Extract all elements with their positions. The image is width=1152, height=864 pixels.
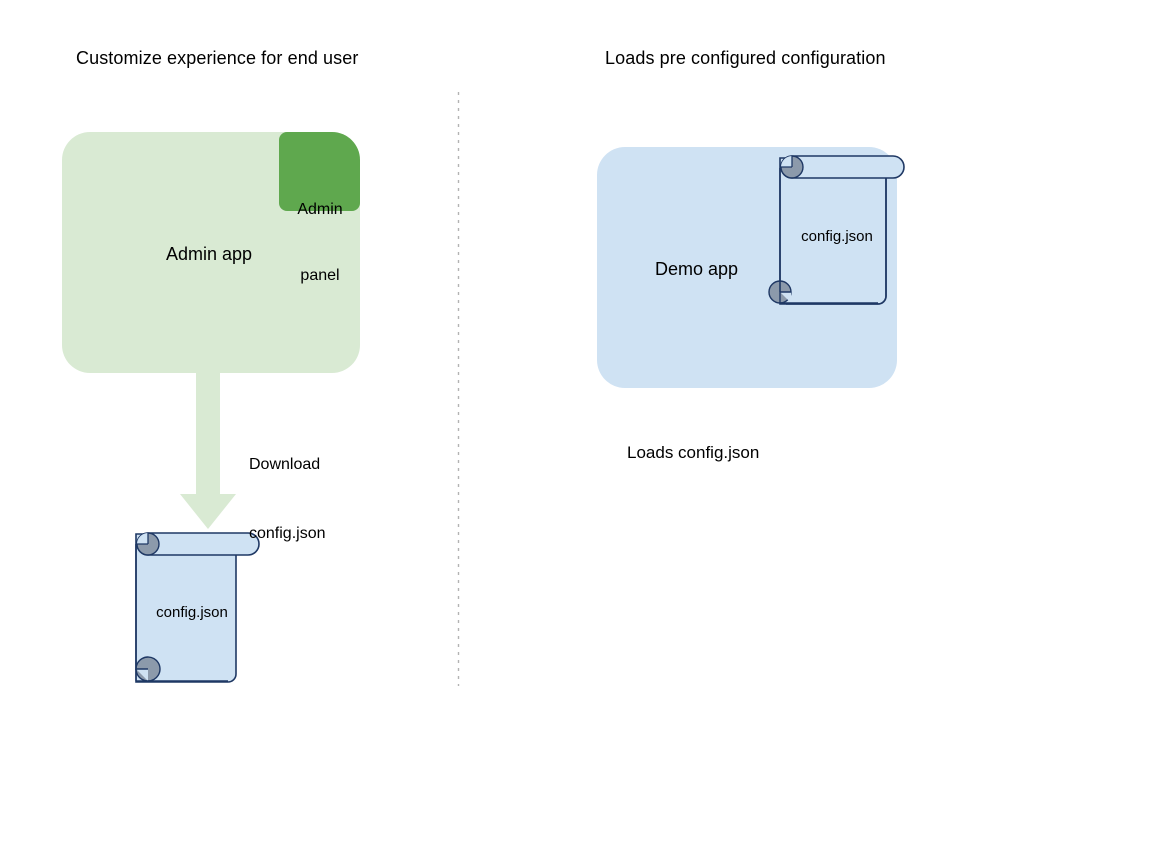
download-arrow-label: Download config.json <box>249 409 326 591</box>
admin-panel-label-line1: Admin <box>297 201 343 219</box>
left-config-json-label: config.json <box>156 604 228 621</box>
right-doc-bottom-roll-notch <box>780 292 791 303</box>
demo-app-box <box>597 147 897 388</box>
left-doc-top-roll-cap-edge <box>137 533 149 545</box>
download-arrow-label-line1: Download <box>249 456 321 474</box>
left-doc-body <box>135 533 237 683</box>
left-doc-bottom-roll-edge <box>135 668 148 681</box>
right-config-json-label: config.json <box>801 228 873 245</box>
right-doc-bottom-roll-edge <box>779 291 791 303</box>
admin-app-label: Admin app <box>166 244 253 264</box>
demo-app-label: Demo app <box>655 259 739 279</box>
admin-panel-badge-label: Admin panel <box>281 155 359 332</box>
left-doc-top-roll-cap-highlight <box>137 533 148 544</box>
download-arrow-label-line2: config.json <box>249 524 326 542</box>
right-doc-right-edge <box>786 168 887 305</box>
right-column-title: Loads pre configured configuration <box>605 48 886 68</box>
right-doc-top-roll-cap-highlight <box>781 156 792 167</box>
right-doc-top-roll-cap-edge <box>781 156 793 168</box>
loads-config-caption: Loads config.json <box>627 443 760 462</box>
left-doc-bottom-roll-notch <box>136 669 148 681</box>
admin-panel-badge <box>279 132 360 211</box>
download-arrow <box>180 373 236 529</box>
admin-panel-label-line2: panel <box>300 267 340 285</box>
left-column-title: Customize experience for end user <box>76 48 359 68</box>
